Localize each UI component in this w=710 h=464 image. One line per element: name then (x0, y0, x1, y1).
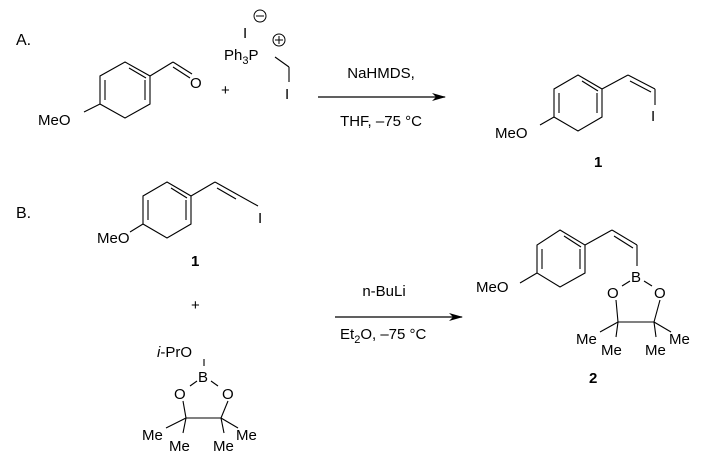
methoxy-label: MeO (97, 230, 130, 247)
methyl-label: Me (142, 427, 163, 444)
methoxy-label: MeO (495, 125, 528, 142)
conditions-a: THF, –75 °C (340, 113, 422, 130)
compound-number-1: 1 (191, 253, 199, 270)
oxygen-left: O (607, 285, 619, 302)
product-1: I MeO 1 (495, 74, 656, 171)
iodine-label: I (285, 86, 289, 103)
compound-number-1: 1 (594, 154, 602, 171)
iodide-counterion: I (243, 25, 247, 42)
product-2: MeO B O O Me Me Me Me 2 (476, 229, 690, 387)
methyl-label: Me (236, 427, 257, 444)
isopropoxy-label: i-PrO (157, 344, 192, 361)
reagent-b: n-BuLi (362, 283, 405, 300)
methyl-label: Me (601, 342, 622, 359)
oxygen-left: O (174, 386, 186, 403)
isopropoxy-pinacolborane: i-PrO B O O Me Me Me Me (142, 344, 257, 455)
oxygen-right: O (654, 285, 666, 302)
ph3p-label: Ph3P (224, 47, 259, 67)
methoxy-label: MeO (476, 279, 509, 296)
oxygen-right: O (222, 386, 234, 403)
methoxy-label: MeO (38, 112, 71, 129)
scheme-b-label: B. (16, 205, 31, 222)
iodine-label: I (258, 210, 262, 227)
aldehyde-oxygen: O (190, 75, 202, 92)
reagent-a: NaHMDS, (347, 65, 415, 82)
methyl-label: Me (576, 331, 597, 348)
conditions-b: Et2O, –75 °C (340, 326, 427, 346)
iodomethyl-phosphonium-iodide: I Ph3P I (224, 9, 290, 103)
plus-sign: + (221, 82, 230, 99)
boron-label: B (198, 369, 208, 386)
iodine-label: I (651, 108, 655, 125)
compound-number-2: 2 (589, 370, 597, 387)
boron-label: B (631, 269, 641, 286)
scheme-a-label: A. (16, 32, 31, 49)
anisaldehyde: O MeO (38, 61, 202, 129)
plus-sign: + (191, 297, 200, 314)
methyl-label: Me (213, 438, 234, 455)
methyl-label: Me (169, 438, 190, 455)
methyl-label: Me (645, 342, 666, 359)
compound-1: I MeO 1 (97, 181, 262, 270)
methyl-label: Me (669, 331, 690, 348)
